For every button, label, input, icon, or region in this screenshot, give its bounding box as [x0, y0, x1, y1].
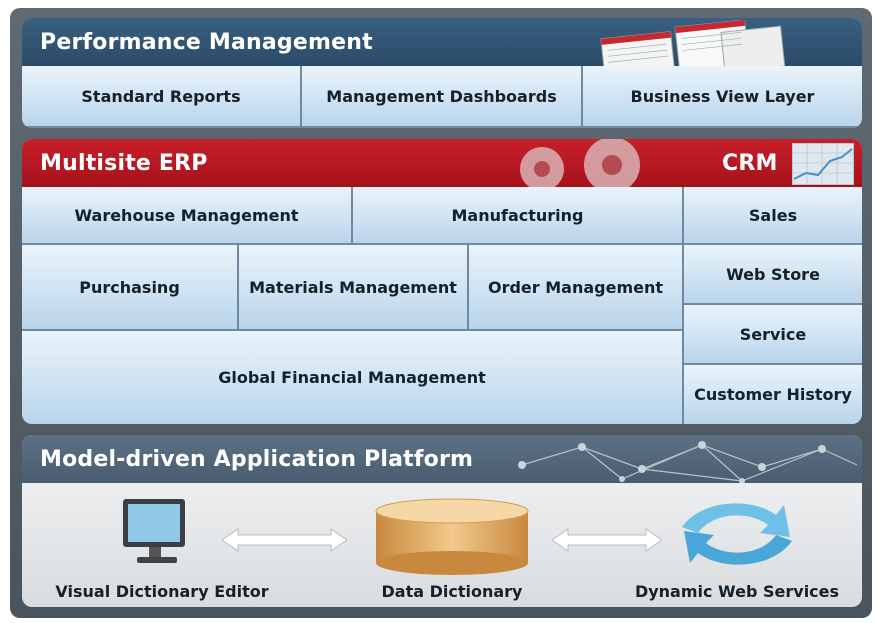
management-dashboards-label: Management Dashboards — [326, 86, 557, 106]
management-dashboards-cell: Management Dashboards — [302, 66, 583, 128]
platform-band: Model-driven Application Platform — [22, 435, 862, 607]
double-arrow-icon — [222, 528, 347, 552]
crm-service-cell: Service — [684, 305, 862, 365]
crm-band: CRM Sales Web Store Service Customer His… — [684, 139, 862, 424]
data-dictionary-label: Data Dictionary — [381, 582, 523, 601]
erp-title: Multisite ERP — [40, 150, 208, 176]
standard-reports-cell: Standard Reports — [22, 66, 302, 128]
crm-service-label: Service — [739, 324, 807, 344]
crm-customer-history-cell: Customer History — [684, 365, 862, 424]
manufacturing-label: Manufacturing — [451, 205, 584, 225]
monitor-icon — [123, 499, 185, 563]
database-cylinder-icon — [375, 498, 529, 575]
crm-web-store-label: Web Store — [726, 264, 820, 284]
crm-sales-label: Sales — [748, 205, 798, 225]
manufacturing-cell: Manufacturing — [353, 187, 684, 245]
business-view-layer-label: Business View Layer — [630, 86, 815, 106]
diagram-frame: Performance Management Standard Reports … — [10, 8, 872, 618]
business-view-layer-cell: Business View Layer — [583, 66, 862, 128]
standard-reports-label: Standard Reports — [81, 86, 241, 106]
erp-band: Multisite ERP Warehouse Management Manuf… — [22, 139, 684, 424]
network-nodes-icon — [518, 441, 858, 483]
warehouse-management-label: Warehouse Management — [74, 205, 299, 225]
order-management-label: Order Management — [487, 277, 664, 297]
materials-management-label: Materials Management — [249, 277, 457, 297]
visual-dictionary-editor-label: Visual Dictionary Editor — [55, 582, 269, 601]
refresh-arrows-icon — [682, 503, 792, 565]
platform-header: Model-driven Application Platform — [22, 435, 862, 483]
order-management-cell: Order Management — [469, 245, 684, 331]
warehouse-management-cell: Warehouse Management — [22, 187, 353, 245]
performance-band: Performance Management Standard Reports … — [22, 18, 862, 128]
crm-customer-history-label: Customer History — [694, 385, 852, 404]
spreadsheet-pages-icon — [600, 20, 786, 70]
erp-header: Multisite ERP — [22, 139, 684, 187]
crm-title: CRM — [722, 150, 778, 176]
dynamic-web-services-label: Dynamic Web Services — [634, 582, 840, 601]
chart-icon — [792, 143, 854, 185]
performance-title: Performance Management — [40, 29, 373, 55]
platform-title: Model-driven Application Platform — [40, 446, 474, 472]
materials-management-cell: Materials Management — [239, 245, 469, 331]
crm-sales-cell: Sales — [684, 187, 862, 245]
global-financial-management-label: Global Financial Management — [218, 368, 486, 387]
global-financial-management-cell: Global Financial Management — [22, 331, 684, 424]
purchasing-label: Purchasing — [79, 277, 180, 297]
crm-web-store-cell: Web Store — [684, 245, 862, 305]
purchasing-cell: Purchasing — [22, 245, 239, 331]
gear-icon — [520, 139, 640, 187]
double-arrow-icon — [552, 528, 662, 552]
